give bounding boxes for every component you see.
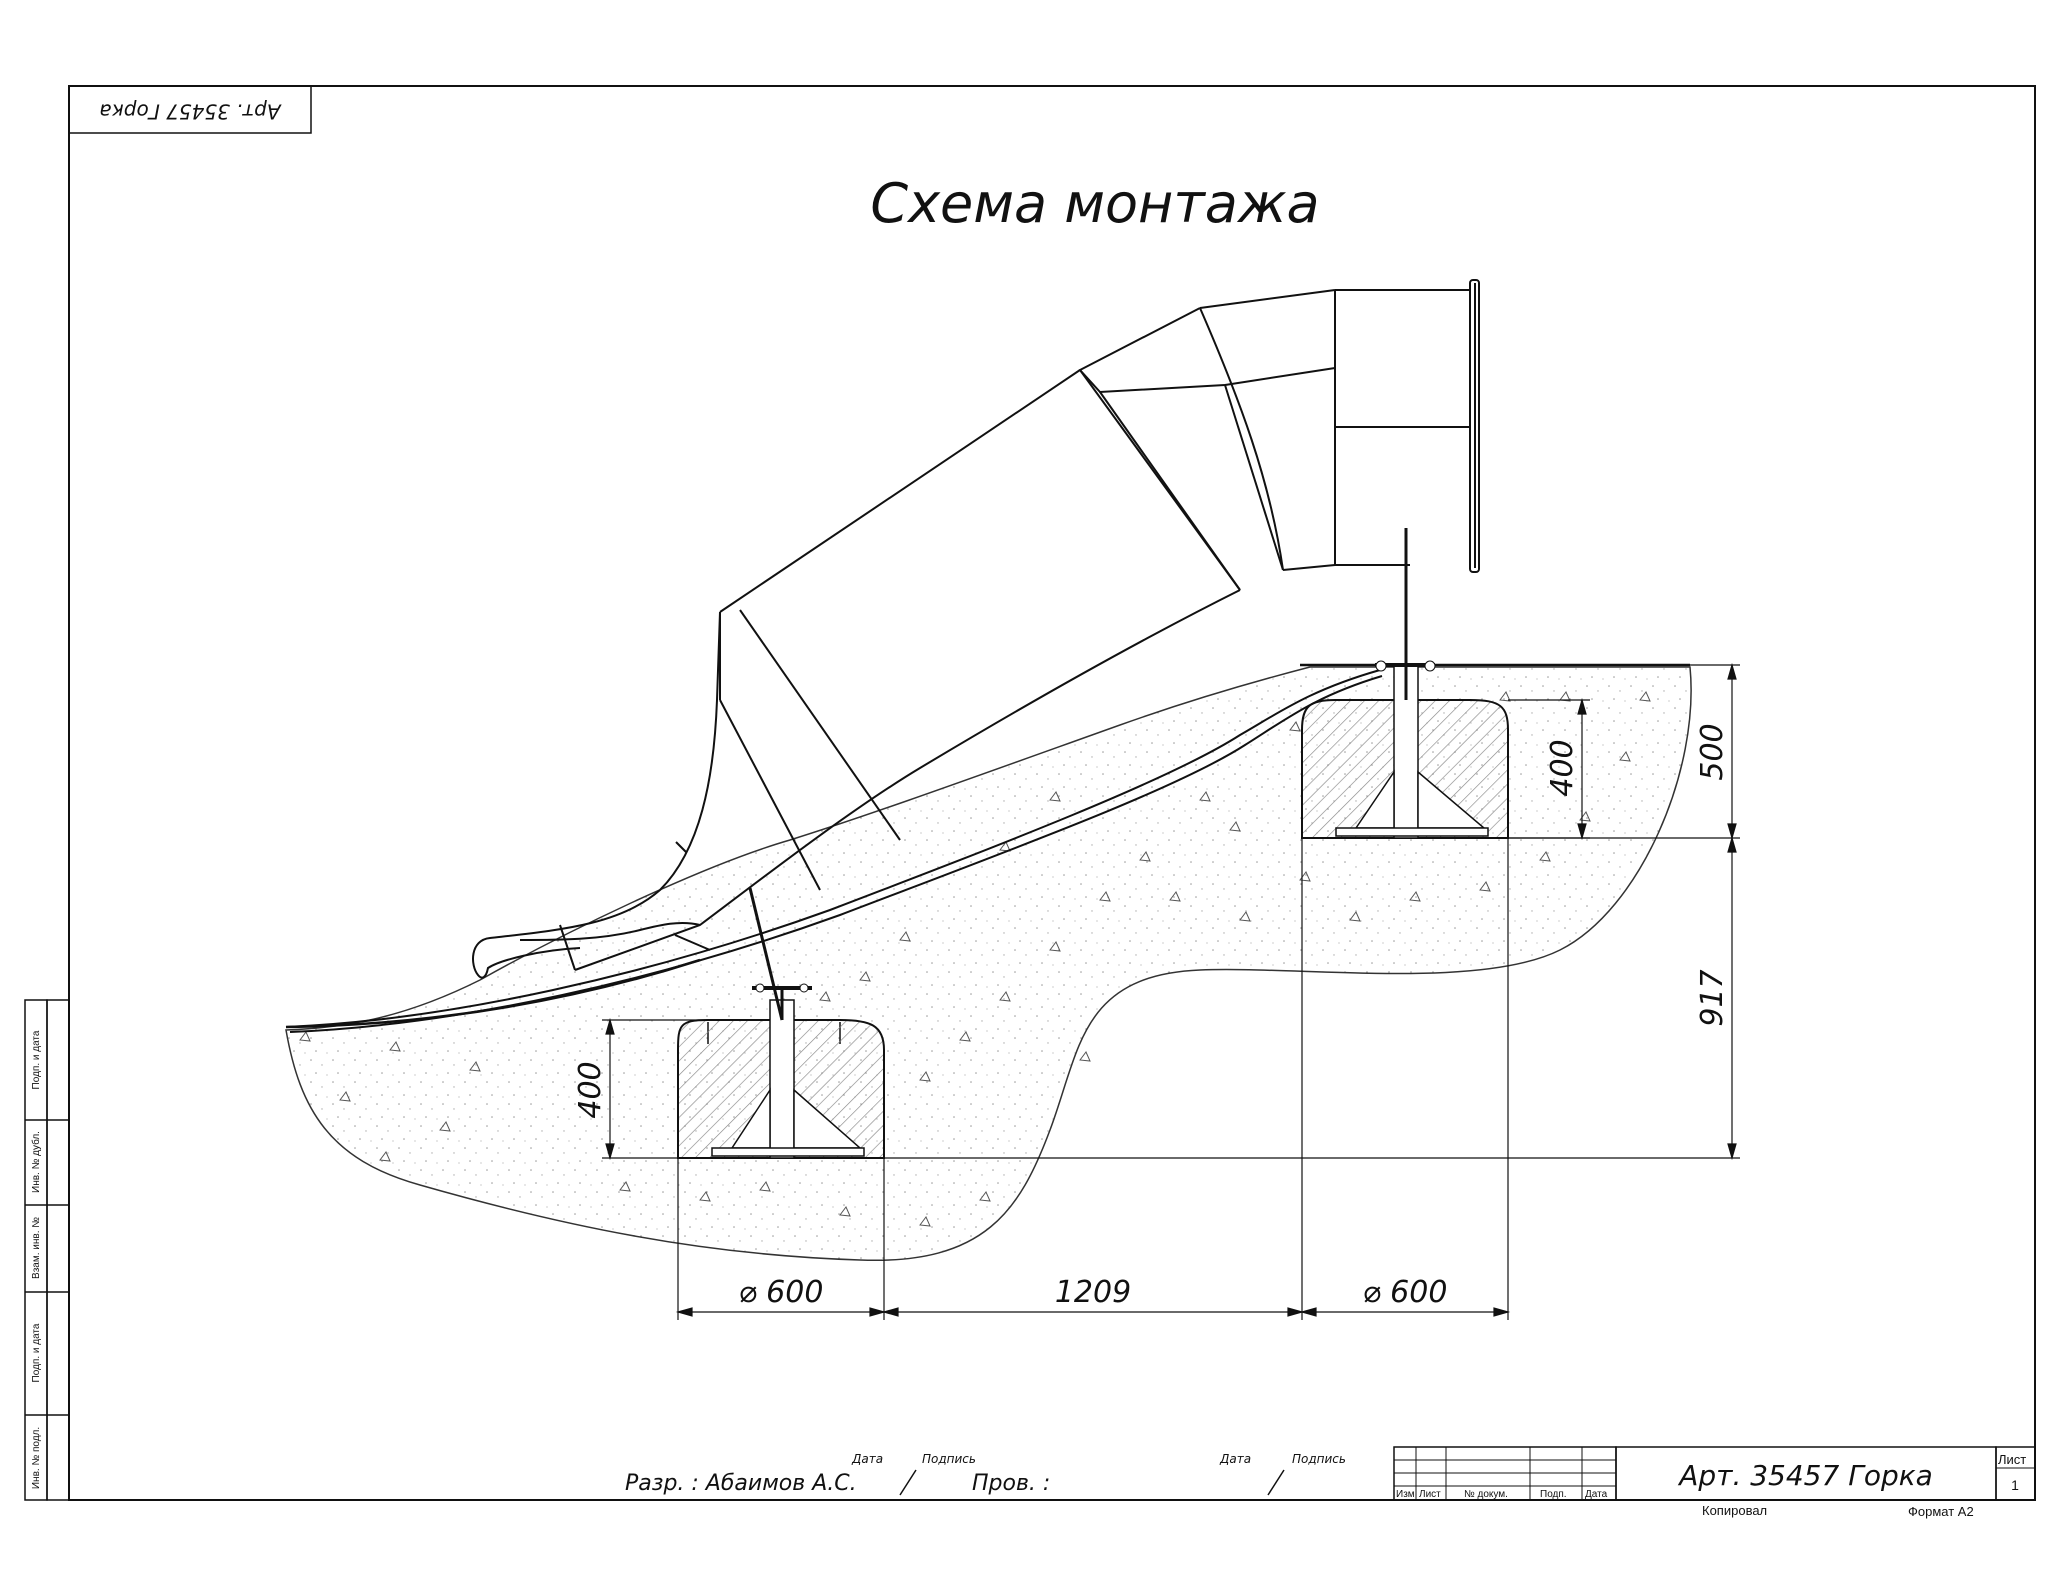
side-strip-label-2: Подп. и дата: [31, 1323, 42, 1382]
side-strip-label-5: Подп. и дата: [31, 1030, 42, 1089]
dim-spacing: 1209: [1055, 1275, 1131, 1310]
side-strip-label-1: Инв. № подл.: [31, 1427, 42, 1489]
drawing-title: Схема монтажа: [870, 172, 1319, 235]
sheet-label: Лист: [1998, 1452, 2026, 1467]
developer-label: Разр. : Абаимов А.С.: [625, 1471, 857, 1496]
dim-level-difference: 917: [1695, 969, 1730, 1026]
tb-header-signature: Подп.: [1540, 1489, 1567, 1500]
corner-stamp-text: Арт. 35457 Горка: [99, 100, 282, 124]
dim-right-top: 500: [1695, 723, 1730, 780]
signature-label-2: Подпись: [1292, 1452, 1346, 1466]
slide-body: [285, 279, 1480, 1033]
signature-label-1: Подпись: [922, 1452, 976, 1466]
side-strip: Инв. № подл. Подп. и дата Взам. инв. № И…: [24, 999, 70, 1501]
side-strip-label-3: Взам. инв. №: [31, 1217, 42, 1279]
soil-aggregate: [299, 691, 1651, 1227]
dim-left-diameter: ⌀ 600: [739, 1275, 824, 1310]
signature-area: Разр. : Абаимов А.С. Дата Подпись Пров. …: [625, 1452, 1346, 1496]
tb-header-document: № докум.: [1464, 1489, 1508, 1500]
copied-label: Копировал: [1702, 1503, 1767, 1518]
dimension-lines: [602, 662, 1740, 1320]
tb-header-change: Изм.: [1396, 1489, 1417, 1500]
sheet-frame: [68, 85, 2036, 1501]
sheet-number: 1: [2011, 1477, 2019, 1493]
tb-header-date: Дата: [1585, 1489, 1608, 1500]
title-block: Изм. Лист № докум. Подп. Дата Арт. 35457…: [1393, 1446, 2036, 1519]
dim-right-diameter: ⌀ 600: [1363, 1275, 1448, 1310]
date-label-1: Дата: [851, 1452, 883, 1466]
dim-right-depth: 400: [1545, 739, 1580, 796]
checker-label: Пров. :: [972, 1471, 1050, 1496]
corner-stamp: Арт. 35457 Горка: [68, 85, 312, 134]
right-footing: [1301, 528, 1509, 839]
tb-header-sheet: Лист: [1419, 1489, 1441, 1500]
date-label-2: Дата: [1219, 1452, 1251, 1466]
article-title: Арт. 35457 Горка: [1677, 1459, 1933, 1492]
side-strip-label-4: Инв. № дубл.: [30, 1131, 42, 1193]
format-label: Формат А2: [1908, 1504, 1974, 1519]
dim-left-depth: 400: [573, 1061, 608, 1118]
left-footing: [677, 887, 885, 1159]
